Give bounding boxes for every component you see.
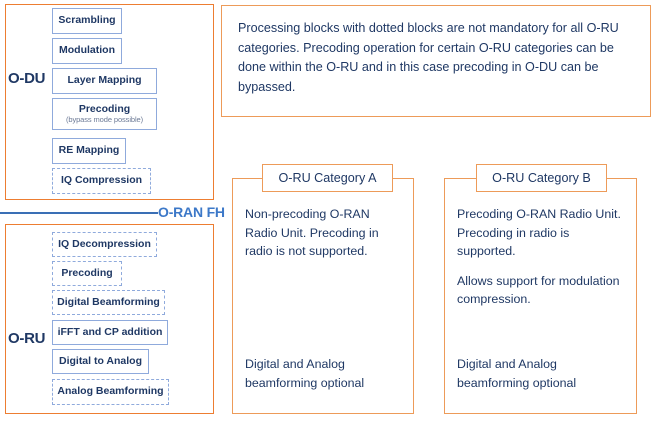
odu-block-precoding-sublabel: (bypass mode possible)	[65, 115, 143, 125]
oru-block-ifft-cp-addition: iFFT and CP addition	[52, 320, 168, 345]
oru-block-analog-beamforming: Analog Beamforming	[52, 379, 169, 405]
category-b-paragraph-1: Precoding O-RAN Radio Unit. Precoding in…	[457, 207, 621, 259]
category-a-title-label: O-RU Category A	[278, 171, 377, 185]
odu-block-scrambling-label: Scrambling	[58, 14, 116, 27]
category-b-paragraph-2: Allows support for modulation compressio…	[457, 273, 620, 307]
oru-block-digital-beamforming: Digital Beamforming	[52, 290, 165, 315]
odu-block-scrambling: Scrambling	[52, 8, 122, 34]
oru-group-label: O-RU	[8, 330, 46, 347]
odu-block-layer-mapping-label: Layer Mapping	[67, 74, 142, 87]
odu-block-precoding: Precoding (bypass mode possible)	[52, 98, 157, 130]
category-b-footer-label: Digital and Analog beamforming optional	[457, 357, 577, 390]
odu-block-precoding-label: Precoding	[78, 102, 131, 115]
category-a-footer-label: Digital and Analog beamforming optional	[245, 357, 365, 390]
odu-block-iq-compression: IQ Compression	[52, 168, 151, 194]
category-b-title: O-RU Category B	[476, 164, 607, 192]
category-b-footer: Digital and Analog beamforming optional	[457, 355, 625, 392]
oran-fh-label: O-RAN FH	[158, 204, 225, 220]
category-b-title-label: O-RU Category B	[492, 171, 591, 185]
oru-block-digital-to-analog-label: Digital to Analog	[58, 354, 143, 367]
category-a-title: O-RU Category A	[262, 164, 393, 192]
category-a-footer: Digital and Analog beamforming optional	[245, 355, 403, 392]
odu-block-re-mapping: RE Mapping	[52, 138, 126, 164]
odu-block-re-mapping-label: RE Mapping	[58, 144, 120, 157]
odu-block-modulation-label: Modulation	[59, 44, 115, 57]
odu-block-iq-compression-label: IQ Compression	[60, 174, 143, 187]
oru-block-digital-beamforming-label: Digital Beamforming	[57, 295, 160, 308]
category-a-paragraph-1: Non-precoding O-RAN Radio Unit. Precodin…	[245, 207, 379, 259]
note-box: Processing blocks with dotted blocks are…	[221, 5, 651, 117]
oru-block-iq-decompression: IQ Decompression	[52, 232, 157, 257]
oru-block-ifft-cp-addition-label: iFFT and CP addition	[57, 325, 163, 338]
note-text: Processing blocks with dotted blocks are…	[238, 21, 619, 94]
odu-block-layer-mapping: Layer Mapping	[52, 68, 157, 94]
oru-block-precoding-label: Precoding	[61, 266, 113, 279]
oran-fh-line	[0, 212, 158, 214]
category-b-body: Precoding O-RAN Radio Unit. Precoding in…	[457, 205, 625, 309]
category-a-body: Non-precoding O-RAN Radio Unit. Precodin…	[245, 205, 403, 261]
category-b-card[interactable]	[444, 178, 637, 414]
oru-block-digital-to-analog: Digital to Analog	[52, 349, 149, 374]
odu-block-modulation: Modulation	[52, 38, 122, 64]
odu-group-label: O-DU	[8, 70, 46, 87]
oru-block-analog-beamforming-label: Analog Beamforming	[57, 385, 164, 398]
oru-block-precoding: Precoding	[52, 261, 122, 286]
oru-block-iq-decompression-label: IQ Decompression	[58, 237, 151, 250]
category-a-card[interactable]	[232, 178, 414, 414]
